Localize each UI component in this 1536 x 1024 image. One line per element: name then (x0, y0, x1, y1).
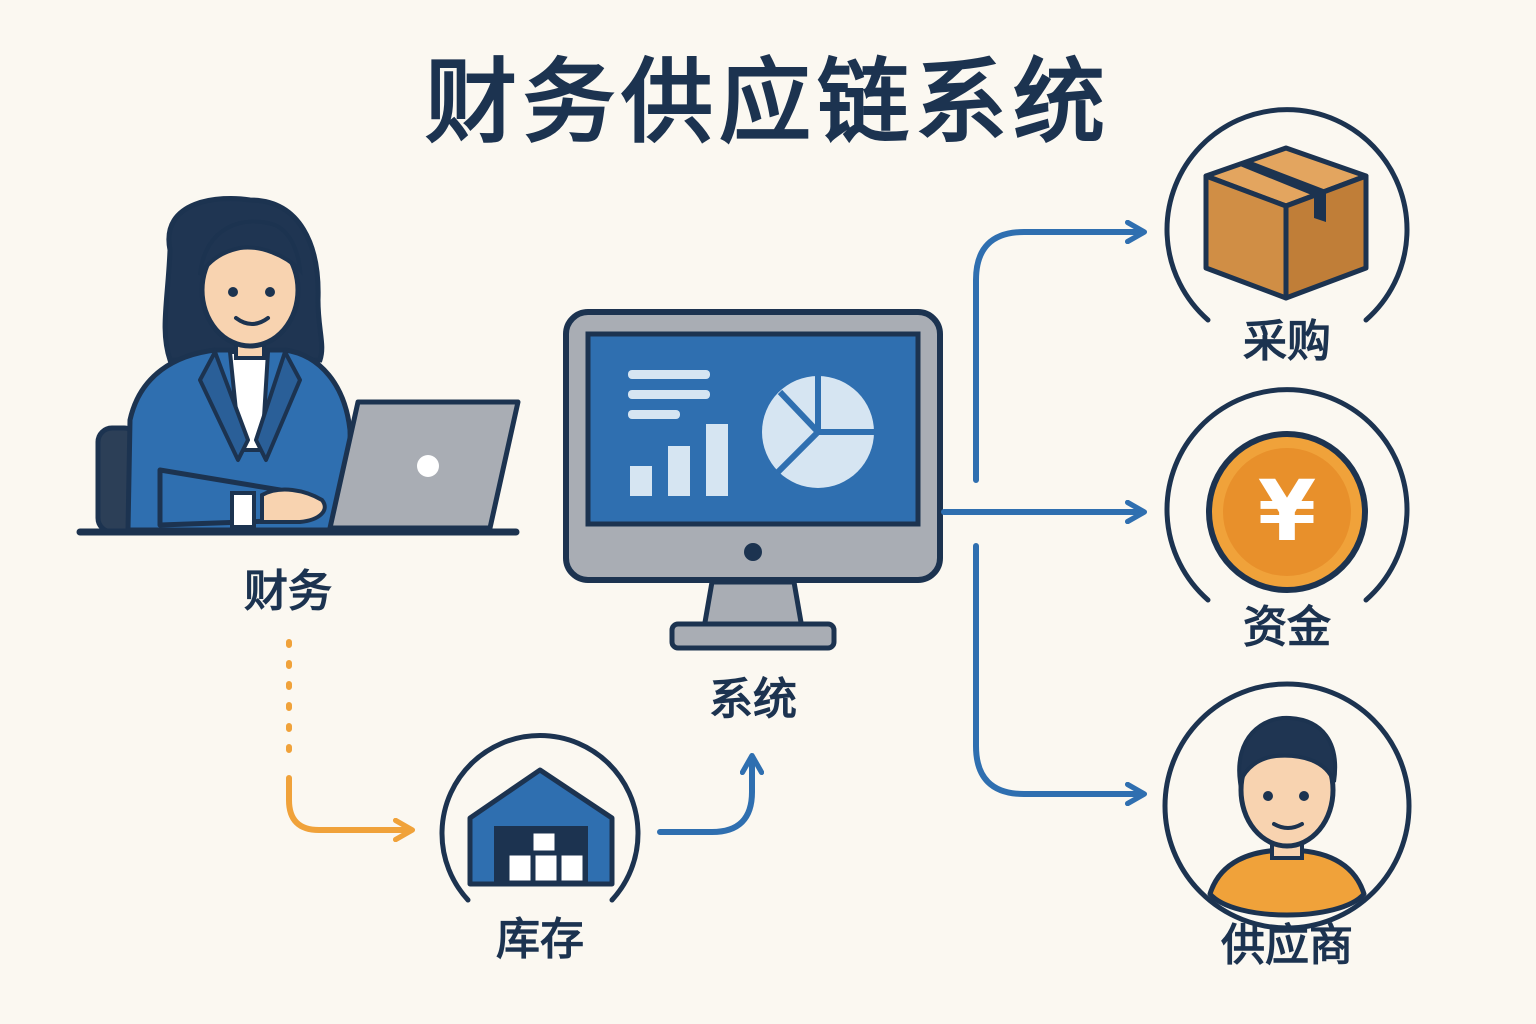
supplier-person-icon (1207, 715, 1367, 918)
flow-connectors (286, 232, 1142, 835)
procurement-ring (1164, 107, 1410, 323)
procurement-label: 采购 (1243, 316, 1331, 367)
inventory-node (439, 733, 641, 903)
funds-label: 资金 (1243, 602, 1331, 653)
supplier-node (1162, 681, 1412, 931)
inventory-ring (439, 733, 641, 903)
finance-label: 财务 (244, 566, 332, 617)
supplier-label: 供应商 (1221, 920, 1353, 971)
system-to-procurement-arrow (973, 232, 1142, 483)
warehouse-icon (467, 767, 615, 887)
inventory-to-system-arrow (657, 758, 752, 835)
system-to-supplier-arrow (973, 543, 1142, 794)
person-at-laptop-icon (76, 195, 521, 536)
package-box-icon (1203, 145, 1369, 301)
computer-monitor-icon (563, 309, 943, 651)
funds-ring (1164, 387, 1410, 603)
finance-to-inventory-arrow (286, 775, 410, 830)
supplier-ring (1162, 681, 1412, 931)
procurement-node (1164, 107, 1410, 323)
funds-node: ¥ (1164, 387, 1410, 603)
diagram-title: 财务供应链系统 (424, 49, 1111, 156)
yuan-symbol: ¥ (1258, 462, 1316, 560)
yuan-coin-icon: ¥ (1206, 431, 1368, 593)
system-label: 系统 (709, 674, 797, 725)
inventory-label: 库存 (496, 914, 584, 965)
